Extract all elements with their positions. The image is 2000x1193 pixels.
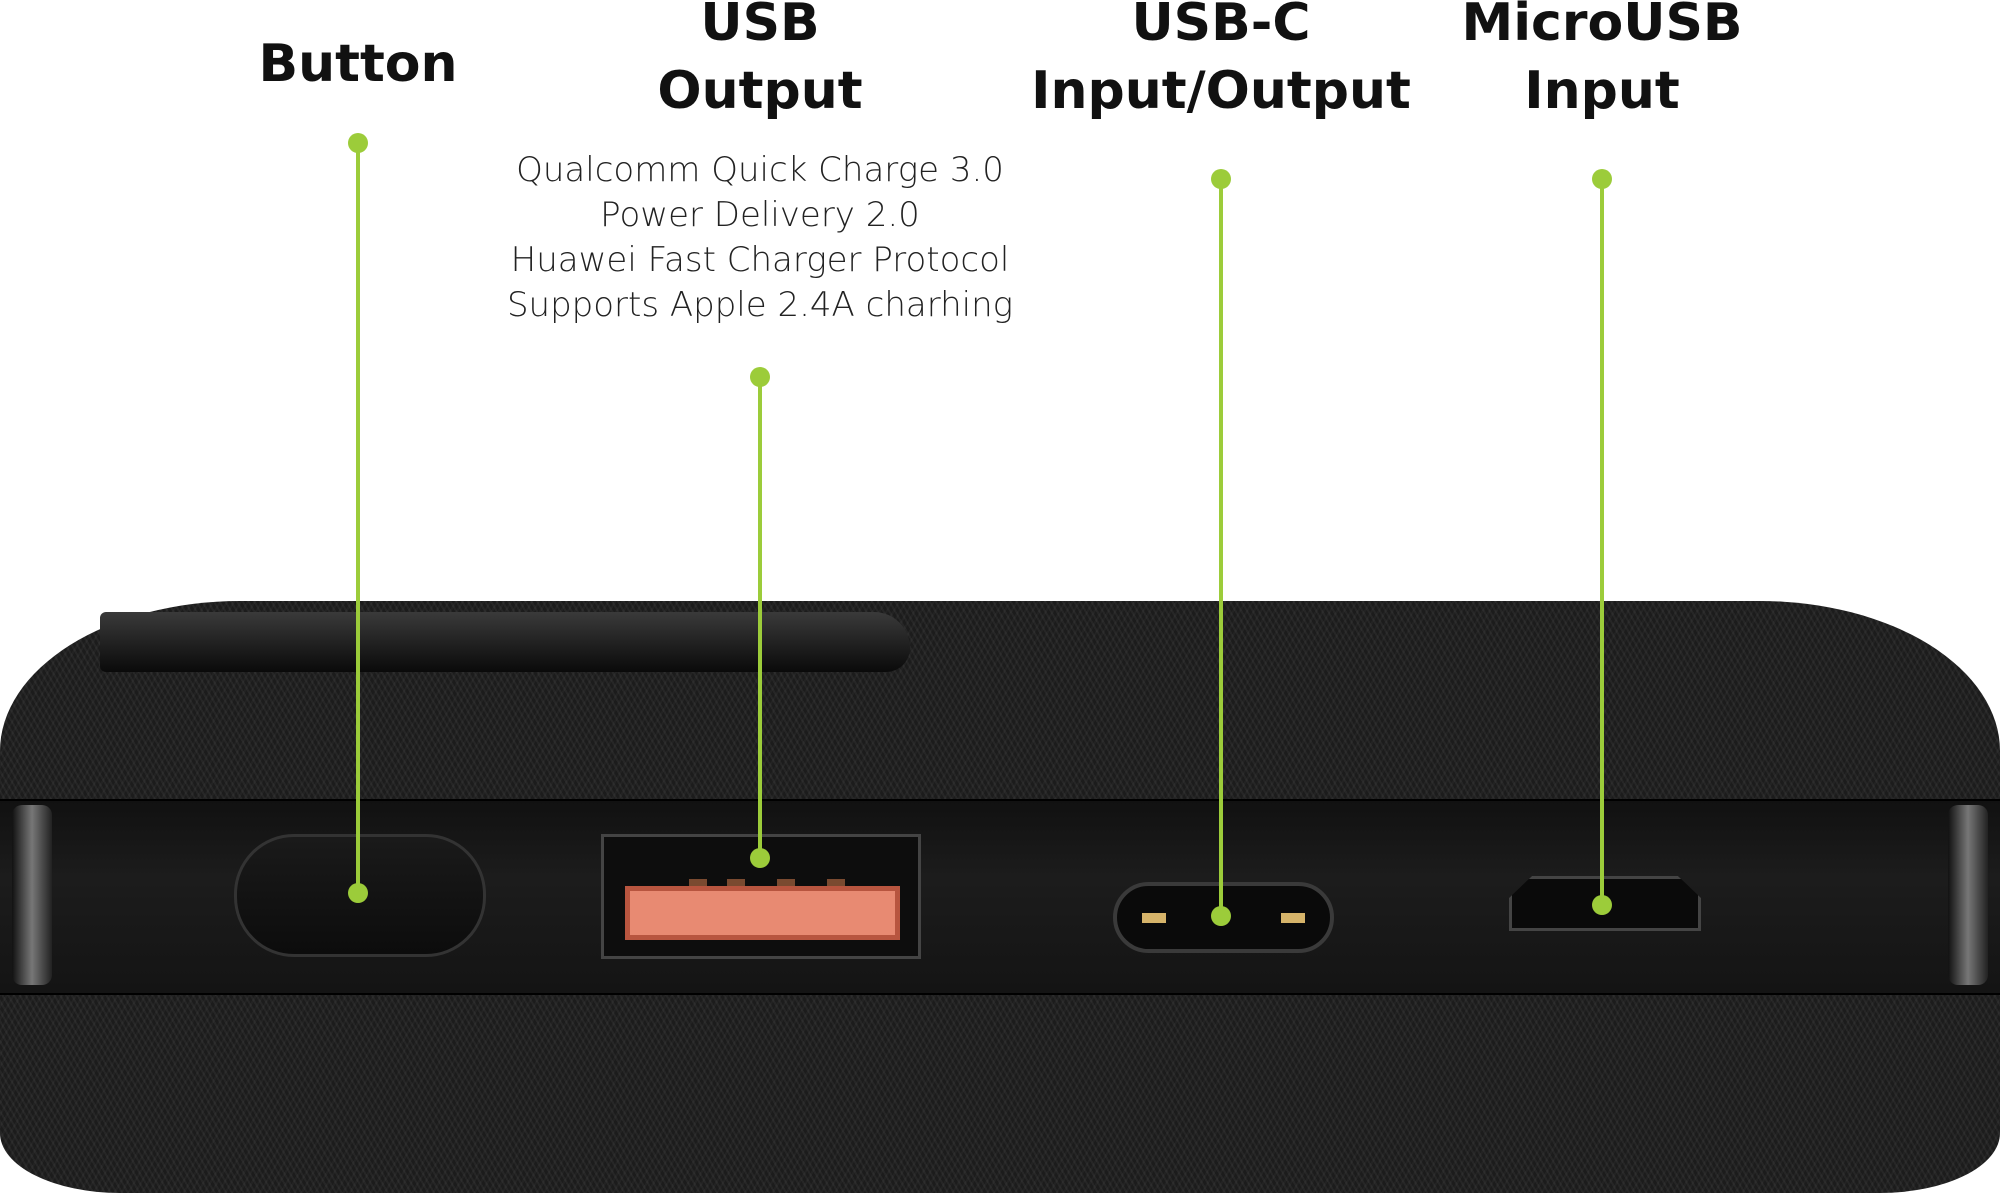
usb-pin — [689, 879, 707, 887]
label-micro-usb: MicroUSB Input — [1461, 0, 1742, 125]
label-usb-c: USB-C Input/Output — [1031, 0, 1411, 125]
feature-item: Qualcomm Quick Charge 3.0 — [516, 150, 1004, 190]
callout-line-button — [356, 143, 360, 893]
callout-dot — [750, 367, 770, 387]
usb-feature-list: Qualcomm Quick Charge 3.0 Power Delivery… — [507, 148, 1013, 328]
callout-dot — [348, 133, 368, 153]
callout-line-micro — [1600, 179, 1604, 905]
callout-dot — [1211, 906, 1231, 926]
callout-dot — [1592, 895, 1612, 915]
feature-item: Power Delivery 2.0 — [600, 195, 920, 235]
usbc-contact — [1142, 913, 1166, 923]
callout-line-usb — [758, 377, 762, 858]
label-usb-line2: Output — [657, 61, 863, 121]
led-window — [100, 612, 910, 672]
feature-item: Huawei Fast Charger Protocol — [510, 240, 1010, 280]
callout-dot — [1211, 169, 1231, 189]
feature-item: Supports Apple 2.4A charhing — [506, 285, 1014, 325]
usb-pin — [827, 879, 845, 887]
usb-pin — [777, 879, 795, 887]
label-usbc-line1: USB-C — [1131, 0, 1311, 53]
callout-line-usbc — [1219, 179, 1223, 916]
label-micro-line1: MicroUSB — [1461, 0, 1743, 53]
usb-tongue — [625, 886, 900, 940]
side-cap-left — [12, 805, 52, 985]
callout-dot — [750, 848, 770, 868]
usb-pin — [727, 879, 745, 887]
power-button — [234, 834, 486, 957]
side-cap-right — [1948, 805, 1988, 985]
callout-dot — [1592, 169, 1612, 189]
label-usb-line1: USB — [700, 0, 820, 53]
callout-dot — [348, 883, 368, 903]
usbc-contact — [1281, 913, 1305, 923]
label-micro-line2: Input — [1524, 61, 1680, 121]
label-button: Button — [258, 34, 458, 94]
label-usbc-line2: Input/Output — [1031, 61, 1411, 121]
label-usb-output: USB Output — [657, 0, 862, 125]
